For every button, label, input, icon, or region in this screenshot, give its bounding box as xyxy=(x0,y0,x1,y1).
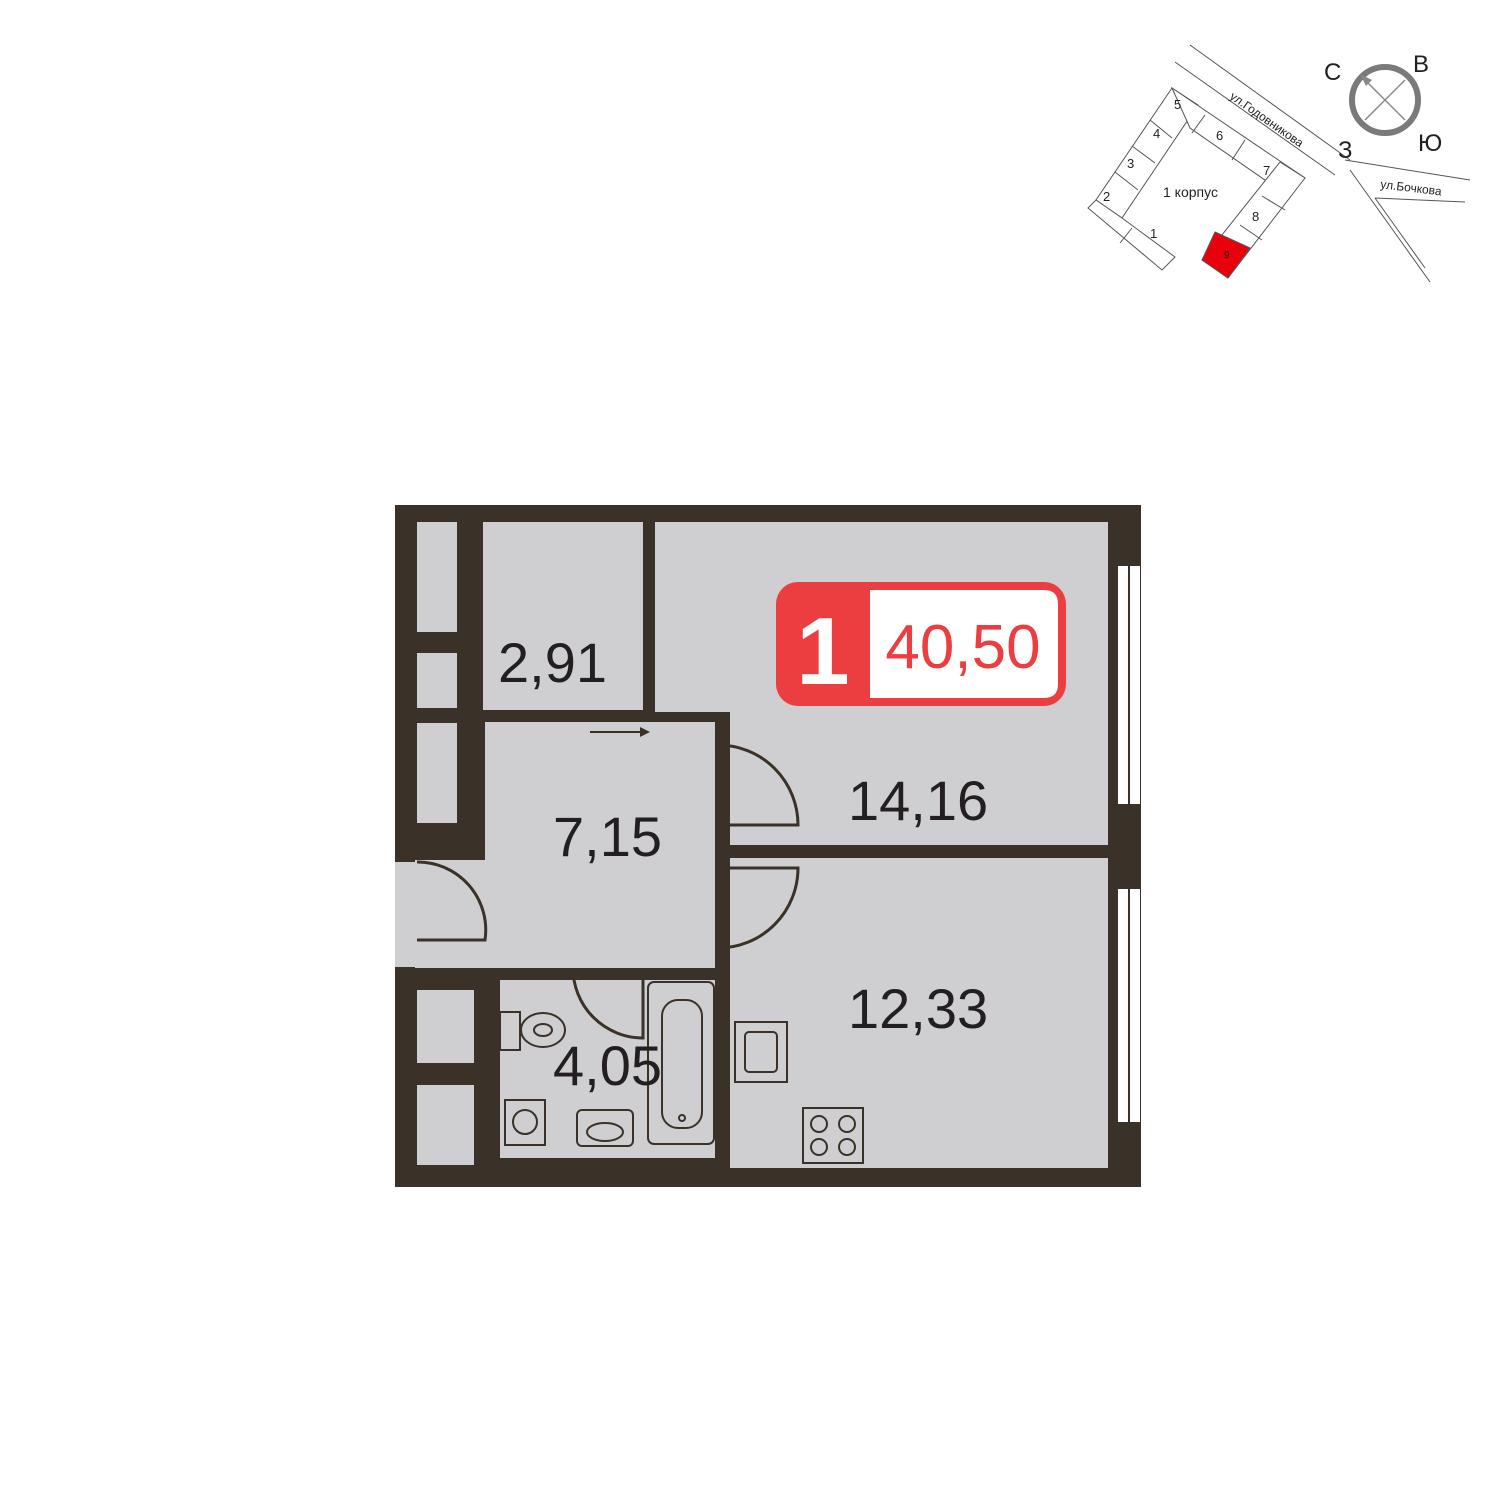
room-storage xyxy=(483,522,643,710)
section-number: 4 xyxy=(1153,126,1160,141)
wall-panels xyxy=(417,522,520,1165)
wing-bottom-left xyxy=(1087,199,1176,271)
street-line xyxy=(1344,159,1471,181)
highlighted-section xyxy=(1201,231,1251,279)
area-hall: 7,15 xyxy=(553,805,662,868)
sink-icon xyxy=(576,1109,634,1147)
street-line xyxy=(1374,197,1426,269)
bathroom-fixtures xyxy=(499,981,715,1147)
area-storage: 2,91 xyxy=(498,631,607,694)
area-kitchen: 12,33 xyxy=(848,977,988,1040)
section-number: 7 xyxy=(1263,163,1270,178)
section-number: 5 xyxy=(1174,97,1181,112)
compass xyxy=(1349,64,1421,136)
toilet-tank-icon xyxy=(499,1011,521,1051)
section-number: 6 xyxy=(1216,128,1223,143)
badge-area-panel xyxy=(870,590,1058,698)
street-line xyxy=(1349,169,1431,283)
section-number: 2 xyxy=(1103,189,1110,204)
compass-east: В xyxy=(1413,51,1429,78)
entry-opening xyxy=(395,862,417,967)
apartment-badge: 1 40,50 xyxy=(776,582,1066,706)
compass-arrow-icon xyxy=(1360,74,1372,86)
compass-west: З xyxy=(1338,137,1353,164)
compass-north: С xyxy=(1324,59,1341,86)
door-bathroom-icon xyxy=(571,967,645,1040)
badge-total-area: 40,50 xyxy=(885,613,1040,682)
door-kitchen-icon xyxy=(717,866,800,950)
street-line xyxy=(1189,44,1351,161)
sliding-door-icon xyxy=(590,727,650,737)
bathtub-icon xyxy=(647,981,715,1145)
area-bathroom: 4,05 xyxy=(553,1034,662,1097)
door-swings xyxy=(416,743,800,1040)
door-entry-icon xyxy=(416,860,488,942)
compass-ring-icon xyxy=(1349,64,1421,136)
room-hall xyxy=(415,722,715,968)
toilet-icon xyxy=(520,1012,566,1048)
area-bedroom: 14,16 xyxy=(848,769,988,832)
badge-rooms-count: 1 xyxy=(796,598,849,705)
site-plan xyxy=(1087,44,1471,283)
kitchen-fixtures xyxy=(734,1021,864,1164)
section-number: 1 xyxy=(1150,226,1157,241)
street-line xyxy=(1174,61,1336,176)
windows xyxy=(1116,505,1150,1187)
kitchen-sink-icon xyxy=(734,1021,788,1083)
section-number: 8 xyxy=(1252,209,1259,224)
street-line xyxy=(1374,197,1466,203)
street-name: ул.Бочкова xyxy=(1380,177,1443,198)
compass-south: Ю xyxy=(1418,130,1442,157)
section-number: 9 xyxy=(1224,250,1230,261)
building-label: 1 корпус xyxy=(1163,184,1218,200)
stove-icon xyxy=(802,1107,864,1164)
washing-machine-icon xyxy=(504,1099,546,1146)
section-number: 3 xyxy=(1127,156,1134,171)
room-kitchen xyxy=(730,858,1108,1168)
door-bedroom-icon xyxy=(717,743,800,827)
